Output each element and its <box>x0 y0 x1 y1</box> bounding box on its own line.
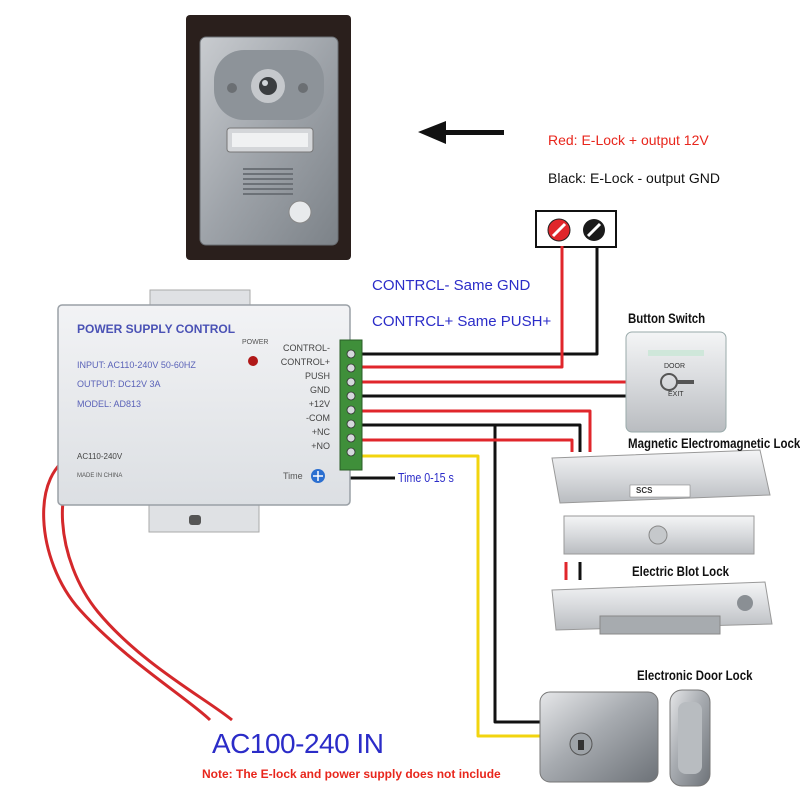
psu-time-label: Time <box>283 471 303 481</box>
psu-input: INPUT: AC110-240V 50-60HZ <box>77 360 196 370</box>
door-text: DOOR <box>664 363 685 370</box>
electronic-door-lock <box>539 689 711 787</box>
left-arrow-icon <box>418 121 504 144</box>
psu-model: MODEL: AD813 <box>77 399 142 409</box>
legend-red-text: Red: E-Lock + output 12V <box>548 132 709 148</box>
legend-black-text: Black: E-Lock - output GND <box>548 170 720 186</box>
control-plus-note: CONTRCL+ Same PUSH+ <box>372 313 552 330</box>
button-switch-label: Button Switch <box>628 310 706 326</box>
magnetic-lock <box>551 449 771 555</box>
psu-power-label: POWER <box>242 339 269 346</box>
terminal-label: GND <box>310 385 330 395</box>
electric-bolt-lock <box>551 581 773 635</box>
psu-ac-label: AC110-240V <box>77 452 123 461</box>
exit-text: EXIT <box>668 391 684 398</box>
psu-title: POWER SUPPLY CONTROL <box>77 322 236 336</box>
psu-made-in: MADE IN CHINA <box>77 473 123 479</box>
power-supply-unit <box>57 289 363 533</box>
terminal-label: +NC <box>311 427 330 437</box>
terminal-label: +12V <box>308 399 330 409</box>
ac-input-label: AC100-240 IN <box>212 728 384 759</box>
door-lock-label: Electronic Door Lock <box>637 667 753 683</box>
wiring <box>42 246 628 738</box>
psu-output: OUTPUT: DC12V 3A <box>77 379 161 389</box>
magnetic-lock-label: Magnetic Electromagnetic Lock <box>628 435 800 451</box>
maglock-brand: SCS <box>636 486 653 495</box>
control-minus-note: CONTRCL- Same GND <box>372 277 531 294</box>
terminal-label: -COM <box>306 413 330 423</box>
terminal-label: CONTROL+ <box>280 357 330 367</box>
timer-note: Time 0-15 s <box>398 470 454 485</box>
call-button-icon <box>288 200 312 224</box>
terminal-label: PUSH <box>304 371 330 381</box>
door-camera-station <box>186 15 351 260</box>
terminal-label: +NO <box>311 441 330 451</box>
bolt-lock-label: Electric Blot Lock <box>632 563 729 579</box>
terminal-label: CONTROL- <box>283 343 330 353</box>
footer-note: Note: The E-lock and power supply does n… <box>202 767 501 781</box>
exit-button-switch <box>625 331 727 433</box>
output-terminal-block <box>535 210 617 248</box>
